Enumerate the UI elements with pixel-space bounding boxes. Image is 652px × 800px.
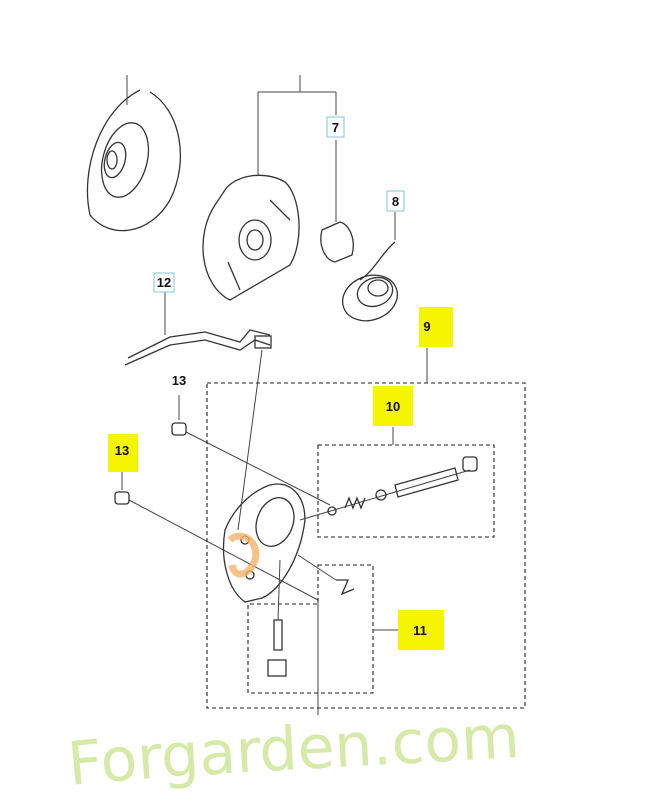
callout-12[interactable]: 12: [153, 272, 175, 293]
svg-text:13: 13: [172, 373, 186, 388]
clutch-drum: [86, 75, 182, 232]
svg-text:Forgarden.com: Forgarden.com: [65, 702, 522, 800]
adjust-screw: [267, 554, 355, 677]
group-box-11: [247, 564, 374, 694]
clutch-spring: [320, 221, 354, 263]
svg-text:10: 10: [386, 399, 400, 414]
svg-text:8: 8: [392, 194, 399, 209]
callout-9[interactable]: 9: [419, 307, 453, 347]
callout-10[interactable]: 10: [373, 386, 413, 426]
group-box-10: [317, 444, 495, 538]
svg-text:12: 12: [157, 275, 171, 290]
svg-text:7: 7: [332, 120, 339, 135]
callout-7[interactable]: 7: [326, 116, 345, 138]
screw-upper: [171, 395, 331, 506]
callout-8[interactable]: 8: [386, 190, 405, 212]
watermark: Forgarden.com: [65, 702, 522, 800]
watermark-text: Forgarden.com: [65, 702, 522, 800]
pump-piston: [299, 456, 478, 521]
callout-13-plain[interactable]: 13: [172, 373, 186, 388]
callout-13-highlighted[interactable]: 13: [108, 434, 138, 472]
oil-pump-body: [222, 483, 306, 603]
group-box-9: [206, 382, 526, 709]
worm-gear: [341, 212, 399, 322]
svg-text:11: 11: [413, 623, 427, 638]
svg-text:13: 13: [115, 443, 129, 458]
screw-lower: [114, 472, 319, 715]
oil-hose: [124, 292, 272, 531]
svg-text:9: 9: [423, 319, 430, 334]
clutch-assembly: [202, 75, 337, 301]
callout-11[interactable]: 11: [398, 610, 444, 650]
